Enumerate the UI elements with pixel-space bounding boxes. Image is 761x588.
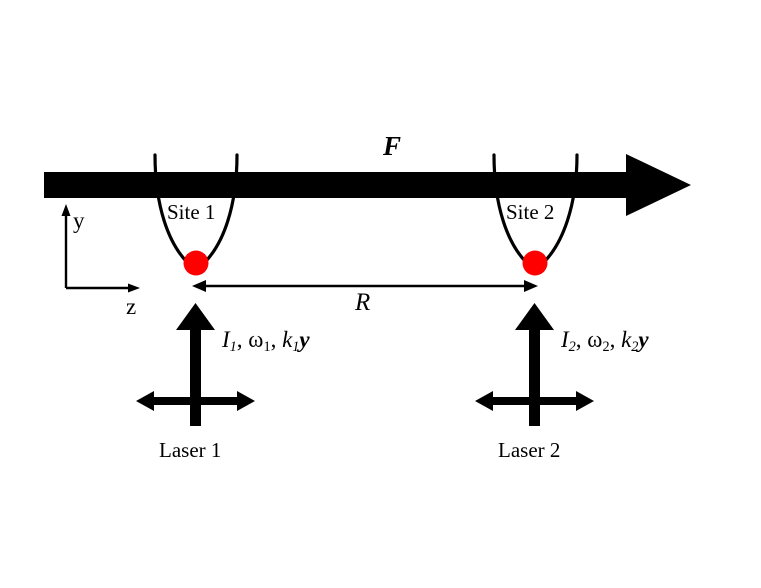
z-axis-label: z [126,294,137,319]
laser-1-intensity-symbol: I [222,327,230,352]
atom-site-1 [183,250,209,276]
laser-1-arrows [136,303,255,426]
separation-arrow [192,280,538,292]
laser-2-separator-1: , [575,327,588,352]
laser-2-parameters: I2, ω2, k2y [561,328,649,354]
coordinate-axes [61,204,140,293]
laser-1-separator-2: , [270,327,283,352]
site-1-label: Site 1 [167,200,216,224]
y-axis-label: y [73,208,85,233]
laser-1-separator-1: , [236,327,249,352]
site-2-label: Site 2 [506,200,555,224]
laser-1-wavevector-symbol: k [282,327,293,352]
laser-2-polarization-vector: y [638,327,649,352]
laser-1-intensity-subscript: 1 [229,338,237,355]
separation-label: R [355,289,371,316]
laser-1-polarization-vector: y [299,327,310,352]
laser-2-frequency-subscript: 2 [602,338,610,355]
laser-1-parameters: I1, ω1, k1y [222,328,310,354]
laser-2-wavevector-subscript: 2 [631,338,639,355]
laser-1-frequency-symbol: ω [248,327,264,352]
force-label: F [383,131,402,161]
laser-1-name: Laser 1 [159,438,222,462]
laser-2-intensity-symbol: I [561,327,569,352]
laser-1-wavevector-subscript: 1 [292,338,300,355]
laser-2-separator-2: , [609,327,622,352]
laser-2-arrows [475,303,594,426]
atom-site-2 [522,250,548,276]
laser-1-frequency-subscript: 1 [263,338,271,355]
laser-2-frequency-symbol: ω [587,327,603,352]
force-arrow [44,154,691,216]
laser-2-intensity-subscript: 2 [568,338,576,355]
laser-2-wavevector-symbol: k [621,327,632,352]
laser-2-name: Laser 2 [498,438,561,462]
